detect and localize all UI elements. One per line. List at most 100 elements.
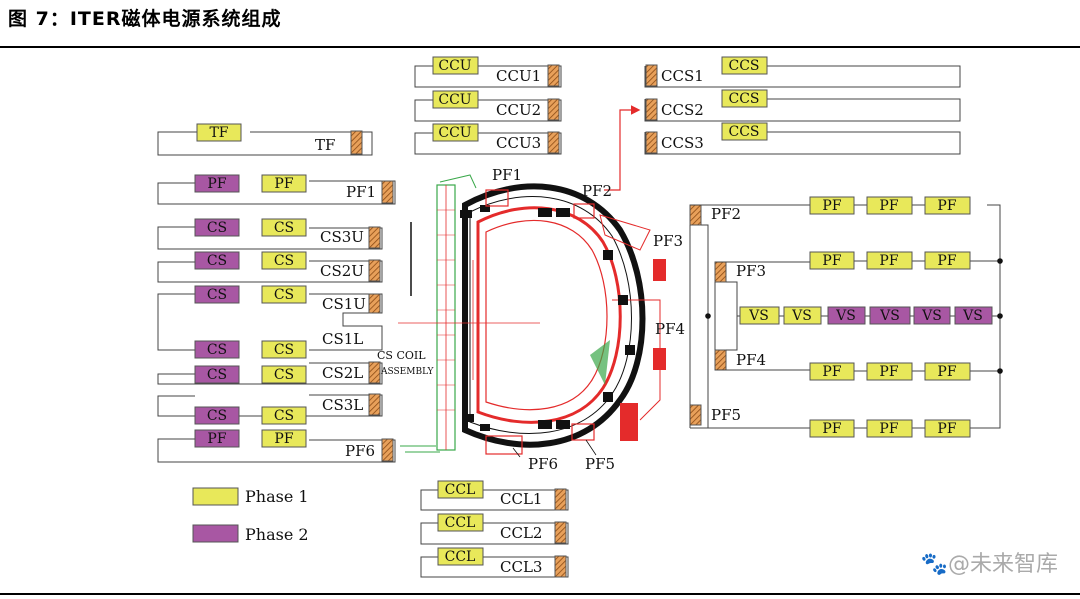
pf4-row-box-2: PF [879,364,898,380]
hatched-orange-block [645,131,658,154]
ccu1-name: CCU1 [496,67,541,85]
cs3l-box-b: CS [274,408,294,424]
cs2u-name: CS2U [320,262,364,280]
tf-box-label: TF [209,125,228,141]
ccu-supplies: CCU CCU1 CCU CCU2 CCU CCU3 [414,56,562,155]
ccu1: CCU CCU1 [414,56,562,88]
hatched-orange-block [645,98,658,121]
ccs1-name: CCS1 [661,67,704,85]
pf5-row-box-2: PF [879,421,898,437]
legend-swatch-phase1 [192,487,239,506]
pf3-row-box-1: PF [822,253,841,269]
cs1-box-b: CS [274,287,294,303]
cs1u-name: CS1U [322,295,366,313]
hatched-orange-block [368,361,381,384]
ccs3: CCS3 CCS [644,122,961,155]
hatched-orange-block [689,404,702,426]
cs2u-box-b: CS [274,253,294,269]
pf1-box-b: PF [274,176,293,192]
tok-pf4: PF4 [655,320,685,338]
pf2-row-box-3: PF [937,198,956,214]
ccl2-box: CCL [445,515,476,531]
ccl1-box: CCL [445,482,476,498]
ccs2: CCS2 CCS [644,89,961,122]
net-label-pf2: PF2 [711,205,741,223]
cs1-box-d: CS [274,342,294,358]
hatched-orange-block [381,180,394,204]
tok-pf1: PF1 [492,166,522,184]
vs-box-5: VS [921,308,942,324]
cs3u-box-a: CS [207,220,227,236]
hatched-orange-block [368,226,381,249]
ccu3-name: CCU3 [496,134,541,152]
bottom-rule [0,593,1080,595]
cs1-box-c: CS [207,342,227,358]
pf2-row-box-1: PF [822,198,841,214]
ccl2: CCL CCL2 [420,513,569,545]
pf6-name: PF6 [345,442,375,460]
hatched-orange-block [381,438,394,462]
pf6-box-a: PF [207,431,226,447]
vs-box-6: VS [962,308,983,324]
group-cs2u: CS CS CS2U [157,251,383,283]
ccl3-box: CCL [445,549,476,565]
hatched-orange-block [689,204,702,226]
pf6-box-b: PF [274,431,293,447]
hatched-orange-block [714,349,727,371]
hatched-orange-block [547,131,560,154]
ccl3: CCL CCL3 [420,547,569,578]
ccl3-name: CCL3 [500,558,542,576]
group-cs3u: CS CS CS3U [157,218,383,250]
group-cs2l: CS CS CS2L [157,361,383,385]
legend-label-phase2: Phase 2 [245,525,309,544]
cs1l-name: CS1L [322,330,363,348]
ccs1-box: CCS [728,58,759,74]
tok-pf2: PF2 [582,182,612,200]
ccu3: CCU CCU3 [414,123,562,155]
watermark-text: 🐾@未来智库 [920,552,1058,577]
legend: Phase 1 Phase 2 [192,487,309,544]
cs3u-name: CS3U [320,228,364,246]
hatched-orange-block [368,393,381,416]
ccs2-box: CCS [728,91,759,107]
pf4-row-box-3: PF [937,364,956,380]
cs3l-name: CS3L [322,396,363,414]
ccu1-box: CCU [438,58,471,74]
net-label-pf4: PF4 [736,351,766,369]
cs1-box-a: CS [207,287,227,303]
ccu2-box: CCU [438,92,471,108]
group-cs1: CS CS CS CS CS1U CS1L [157,285,383,359]
vs-box-4: VS [879,308,900,324]
cs2u-box-a: CS [207,253,227,269]
cs-assembly-label: ASSEMBLY [380,367,434,377]
vs-box-3: VS [835,308,856,324]
group-cs3l: CS CS CS3L [157,393,383,425]
hatched-orange-block [554,555,567,578]
tok-pf6: PF6 [528,455,558,473]
tok-pf3: PF3 [653,232,683,250]
tokamak-cross-section: PF1 PF2 PF3 PF4 PF5 PF6 CS COIL ASSEMBLY [377,166,685,473]
ccu2: CCU CCU2 [414,90,562,122]
pf2-row-box-2: PF [879,198,898,214]
pf5-row-box-1: PF [822,421,841,437]
vs-box-1: VS [748,308,769,324]
tf-name: TF [315,136,335,154]
hatched-orange-block [547,64,560,87]
hatched-orange-block [714,261,727,283]
pf3-row-box-2: PF [879,253,898,269]
right-pf-vs-network: PF2 PF3 PF4 PF5 PF PF PF PF PF PF VS VS … [689,196,1003,438]
hatched-orange-block [368,259,381,282]
ccl1: CCL CCL1 [420,480,569,511]
ccs3-box: CCS [728,124,759,140]
pf1-name: PF1 [346,183,376,201]
left-coil-supplies: TF TF PF PF PF1 CS CS CS3U [157,123,396,463]
ccu3-box: CCU [438,125,471,141]
ccs-supplies: CCS1 CCS CCS2 CCS CCS3 CCS [604,56,961,191]
hatched-orange-block [554,521,567,544]
legend-swatch-phase2 [192,524,239,543]
pf5-row-box-3: PF [937,421,956,437]
cs2l-box-b: CS [274,367,294,383]
hatched-orange-block [368,293,381,314]
net-label-pf5: PF5 [711,406,741,424]
